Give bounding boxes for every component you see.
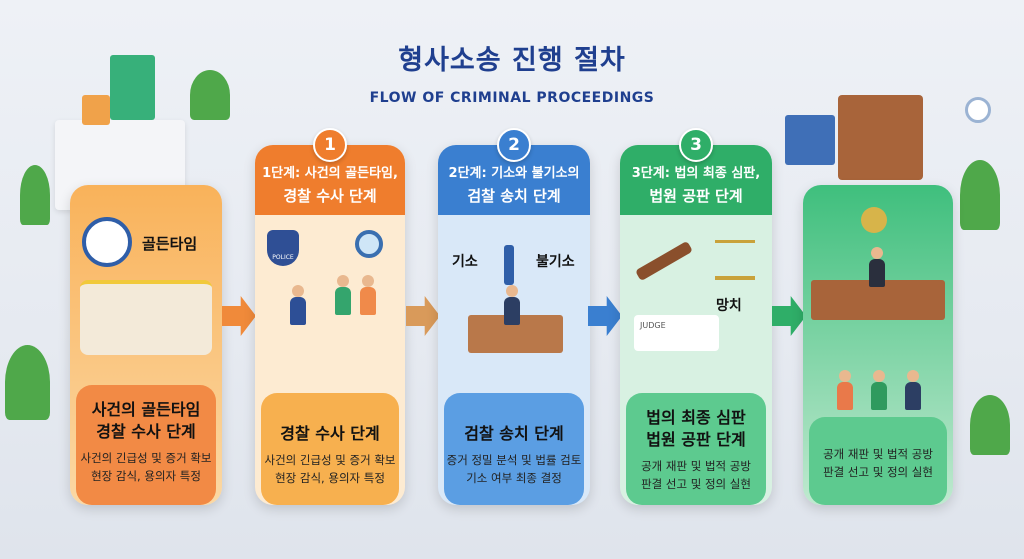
step-header: 2단계: 기소와 불기소의 xyxy=(448,166,580,181)
prosecutor-figure xyxy=(504,285,520,325)
arrow-right-icon xyxy=(406,296,440,336)
step-number-3: 3 xyxy=(679,128,713,162)
step-header: 법원 공판 단계 xyxy=(649,187,743,205)
decor-block-orange xyxy=(82,95,110,125)
bottom-title: 경찰 수사 단계 xyxy=(96,422,196,441)
step-number-2: 2 xyxy=(497,128,531,162)
decor-block-green xyxy=(110,55,155,120)
person-figure xyxy=(837,370,853,410)
magnifier-icon xyxy=(355,230,383,258)
judge-figure xyxy=(869,247,885,287)
judge-bench-decor xyxy=(838,95,923,180)
investigator-figure xyxy=(360,275,376,315)
page-title: 형사소송 진행 절차 xyxy=(398,45,626,76)
bottom-title: 검찰 송치 단계 xyxy=(464,424,564,443)
books-decor xyxy=(785,115,835,165)
bottom-title: 사건의 골든타임 xyxy=(91,400,201,419)
plant-icon xyxy=(20,165,50,225)
court-emblem-icon xyxy=(861,207,887,233)
bottom-title: 법의 최종 심판 xyxy=(646,408,746,427)
person-figure xyxy=(871,370,887,410)
step-header: 검찰 송치 단계 xyxy=(467,187,561,205)
indictment-label: 기소 xyxy=(452,254,478,270)
crime-scene-illustration xyxy=(80,280,212,355)
arrow-right-icon xyxy=(588,296,622,336)
step-header: 3단계: 법의 최종 심판, xyxy=(631,166,761,181)
plant-icon xyxy=(190,70,230,120)
plant-icon xyxy=(960,160,1000,230)
investigator-figure xyxy=(335,275,351,315)
step-number-1: 1 xyxy=(313,128,347,162)
judge-document: JUDGE xyxy=(634,315,719,351)
golden-time-label: 골든타임 xyxy=(142,235,198,253)
fork-arrow-icon xyxy=(504,245,514,285)
arrow-right-icon xyxy=(772,296,806,336)
card-step-3: 3단계: 법의 최종 심판, 법원 공판 단계 망치 JUDGE 법의 최종 심판… xyxy=(620,145,772,505)
arrow-right-icon xyxy=(222,296,256,336)
scales-icon xyxy=(715,240,755,280)
gavel-label: 망치 xyxy=(716,298,742,314)
person-figure xyxy=(905,370,921,410)
non-indictment-label: 불기소 xyxy=(536,254,575,270)
wall-clock-icon xyxy=(965,97,991,123)
bottom-title: 경찰 수사 단계 xyxy=(280,424,380,443)
police-officer-figure xyxy=(290,285,306,325)
gavel-icon xyxy=(635,240,693,282)
step-header: 1단계: 사건의 골든타임, xyxy=(262,166,398,181)
clock-icon xyxy=(82,217,132,267)
police-badge-icon: POLICE xyxy=(267,230,299,266)
plant-icon xyxy=(970,395,1010,455)
plant-icon xyxy=(5,345,50,420)
page-subtitle: FLOW OF CRIMINAL PROCEEDINGS xyxy=(369,90,655,106)
card-step-1: 1단계: 사건의 골든타임, 경찰 수사 단계 POLICE 경찰 수사 단계 사… xyxy=(255,145,405,505)
step-header: 경찰 수사 단계 xyxy=(283,187,377,205)
bottom-title: 법원 공판 단계 xyxy=(646,430,746,449)
